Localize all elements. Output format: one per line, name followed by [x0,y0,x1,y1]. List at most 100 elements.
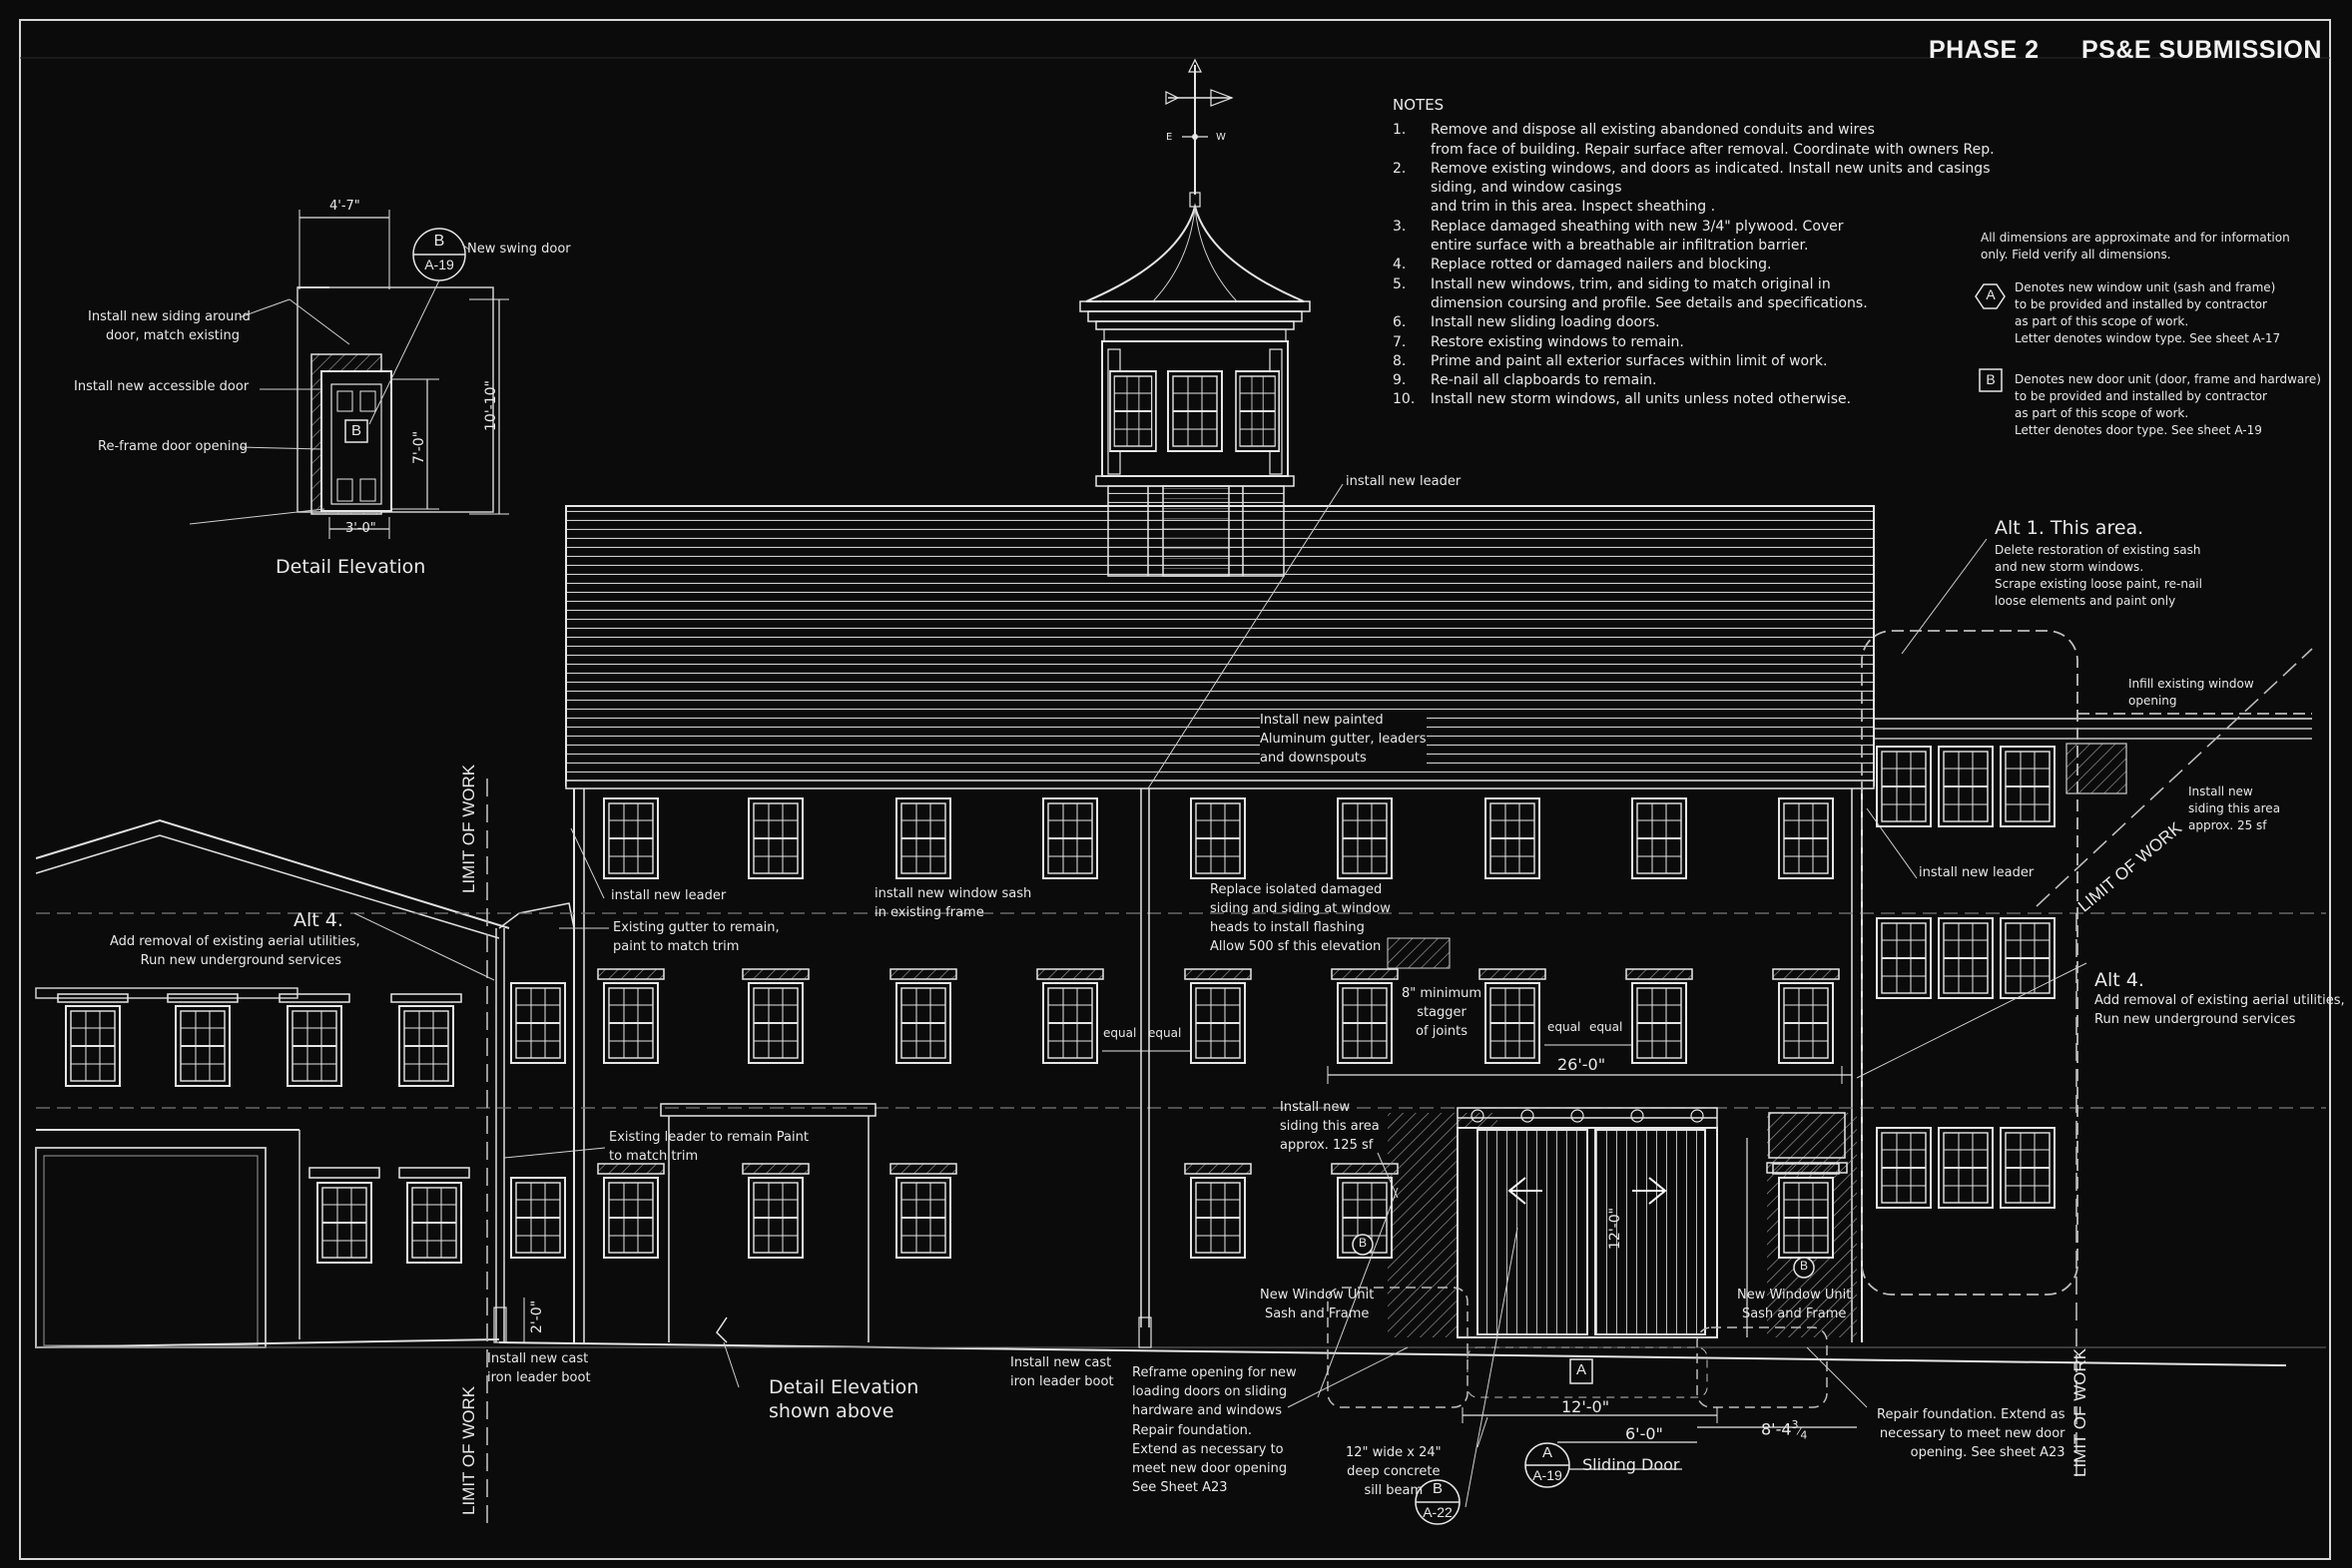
door-tag-a: A [1575,1361,1586,1378]
notes-title: NOTES [1393,96,1445,114]
note-line: Prime and paint all exterior surfaces wi… [1431,352,1828,369]
note-text: Remove and dispose all existing abandone… [1431,121,1995,160]
detail-door-height: 7'-0" [411,430,427,464]
weather-vane-e: E [1166,132,1173,143]
detail-tag-letter: B [433,233,445,250]
note-item: 10. Install new storm windows, all units … [1393,390,1995,409]
equal-1: equal [1103,1026,1137,1040]
detail-elevation [189,210,509,539]
main-building [36,58,2326,1408]
note-item: 8. Prime and paint all exterior surfaces … [1393,352,1995,371]
note-line: Install new storm windows, all units unl… [1431,391,1852,408]
notes-list: 1. Remove and dispose all existing abando… [1393,121,1995,409]
limit-of-work-left-top: LIMIT OF WORK [459,764,478,893]
note-line: Remove existing windows, and doors as in… [1431,160,1991,177]
detail-new-swing-door: New swing door [467,242,571,257]
note-text: Re-nail all clapboards to remain. [1431,371,1656,390]
note-line: dimension coursing and profile. See deta… [1431,294,1868,311]
door-symbol: B [1986,371,1996,387]
dim-12: 12'-0" [1561,1397,1610,1416]
note-number: 6. [1393,314,1407,331]
detail-width-bottom: 3'-0" [345,521,376,536]
install-leader-top: install new leader [1346,474,1462,489]
repair-foundation-left: Repair foundation.Extend as necessary to… [1132,1423,1288,1495]
window-legend: Denotes new window unit (sash and frame)… [2015,280,2281,345]
note-text: Prime and paint all exterior surfaces wi… [1431,352,1827,371]
leader-right: install new leader [1919,865,2035,880]
right-wing [1861,630,2313,1477]
note-line: entire surface with a breathable air inf… [1431,238,1809,255]
note-number: 7. [1393,333,1407,350]
note-item: 3. Replace damaged sheathing with new 3/4… [1393,218,1995,257]
submission-label: PS&E SUBMISSION [2081,36,2322,64]
equal-4: equal [1589,1020,1623,1034]
note-line: Replace rotted or damaged nailers and bl… [1431,257,1772,273]
sill-tag-letter: B [1432,1480,1443,1497]
note-item: 5. Install new windows, trim, and siding … [1393,275,1995,314]
sliding-door-label: Sliding Door [1582,1455,1680,1474]
alt4-right-note: Add removal of existing aerial utilities… [2094,993,2345,1027]
window-tag-right: B [1799,1259,1808,1273]
alt4-left-note: Add removal of existing aerial utilities… [110,934,360,968]
equal-2: equal [1148,1026,1182,1040]
note-number: 5. [1393,275,1407,292]
note-number: 4. [1393,257,1407,273]
gutter-remain-note: Existing gutter to remain,paint to match… [613,920,780,954]
window-tag-left: B [1358,1236,1367,1250]
note-line: Re-nail all clapboards to remain. [1431,372,1657,389]
note-item: 1. Remove and dispose all existing abando… [1393,121,1995,160]
note-line: from face of building. Repair surface af… [1431,141,1995,158]
notes-block: NOTES 1. Remove and dispose all existing … [1393,96,1995,410]
note-item: 6. Install new sliding loading doors. [1393,313,1995,332]
note-text: Install new sliding loading doors. [1431,313,1660,332]
note-item: 2. Remove existing windows, and doors as … [1393,160,1995,218]
note-number: 9. [1393,372,1407,389]
detail-tag-sheet: A-19 [424,257,454,272]
sill-tag-sheet: A-22 [1423,1504,1453,1520]
detail-total-height: 10'-10" [483,380,499,431]
note-line: Restore existing windows to remain. [1431,333,1684,350]
note-number: 2. [1393,160,1407,177]
note-text: Install new storm windows, all units unl… [1431,390,1851,409]
note-number: 10. [1393,391,1416,408]
note-number: 3. [1393,218,1407,235]
note-text: Replace damaged sheathing with new 3/4" … [1431,218,1844,257]
note-text: Replace rotted or damaged nailers and bl… [1431,256,1771,274]
note-item: 7. Restore existing windows to remain. [1393,333,1995,352]
note-text: Install new windows, trim, and siding to… [1431,275,1868,314]
note-line: and trim in this area. Inspect sheathing… [1431,199,1716,216]
sliding-tag-sheet: A-19 [1532,1467,1562,1483]
note-line: siding, and window casings [1431,180,1622,197]
note-line: Install new sliding loading doors. [1431,314,1660,331]
dim-12-door: 12'-0" [1607,1207,1623,1250]
note-number: 8. [1393,352,1407,369]
note-number: 1. [1393,122,1407,139]
phase-label: PHASE 2 [1929,36,2040,64]
equal-3: equal [1547,1020,1581,1034]
note-text: Restore existing windows to remain. [1431,333,1684,352]
note-line: Replace damaged sheathing with new 3/4" … [1431,218,1844,235]
dim-8: 8'-43⁄4 [1761,1418,1808,1442]
dimensions [353,283,2087,1525]
leader-left: install new leader [611,888,727,903]
left-annex [35,818,575,1348]
alt4-right-title: Alt 4. [2094,969,2144,991]
detail-title: Detail Elevation [276,556,426,578]
